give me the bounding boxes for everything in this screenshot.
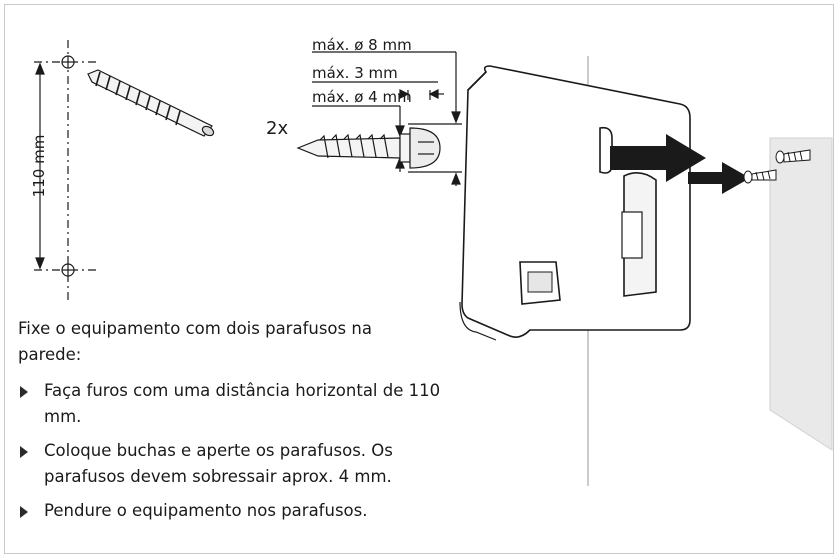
step-text: Coloque buchas e aperte os parafusos. Os… xyxy=(44,441,393,486)
list-item: Pendure o equipamento nos parafusos. xyxy=(14,498,454,524)
step-text: Faça furos com uma distância horizontal … xyxy=(44,381,441,426)
screw-dimension-diagram xyxy=(312,51,462,186)
quantity-label: 2x xyxy=(266,118,288,139)
intro-text: Fixe o equipamento com dois parafusos na… xyxy=(18,319,372,364)
drill-hole-diagram xyxy=(34,40,100,300)
spacing-label: 110 mm xyxy=(30,135,48,198)
drill-bit-icon xyxy=(87,69,215,137)
bullet-arrow-icon xyxy=(20,446,28,458)
bullet-arrow-icon xyxy=(20,386,28,398)
screw-icon xyxy=(296,127,441,169)
shaft-diameter-label: máx. ø 4 mm xyxy=(312,88,412,106)
mounting-arrows xyxy=(610,134,750,194)
step-text: Pendure o equipamento nos parafusos. xyxy=(44,501,368,520)
mount-arrow-large xyxy=(610,134,706,182)
wall-panel xyxy=(769,137,833,451)
head-length-label: máx. 3 mm xyxy=(312,64,398,82)
instruction-steps: Faça furos com uma distância horizontal … xyxy=(14,378,454,532)
device-illustration xyxy=(459,65,691,341)
list-item: Coloque buchas e aperte os parafusos. Os… xyxy=(14,438,454,490)
mount-arrow-small xyxy=(688,162,750,194)
bullet-arrow-icon xyxy=(20,506,28,518)
head-diameter-label: máx. ø 8 mm xyxy=(312,36,412,54)
channel-clip xyxy=(621,211,643,259)
list-item: Faça furos com uma distância horizontal … xyxy=(14,378,454,430)
wall-screw-icons xyxy=(743,149,811,184)
